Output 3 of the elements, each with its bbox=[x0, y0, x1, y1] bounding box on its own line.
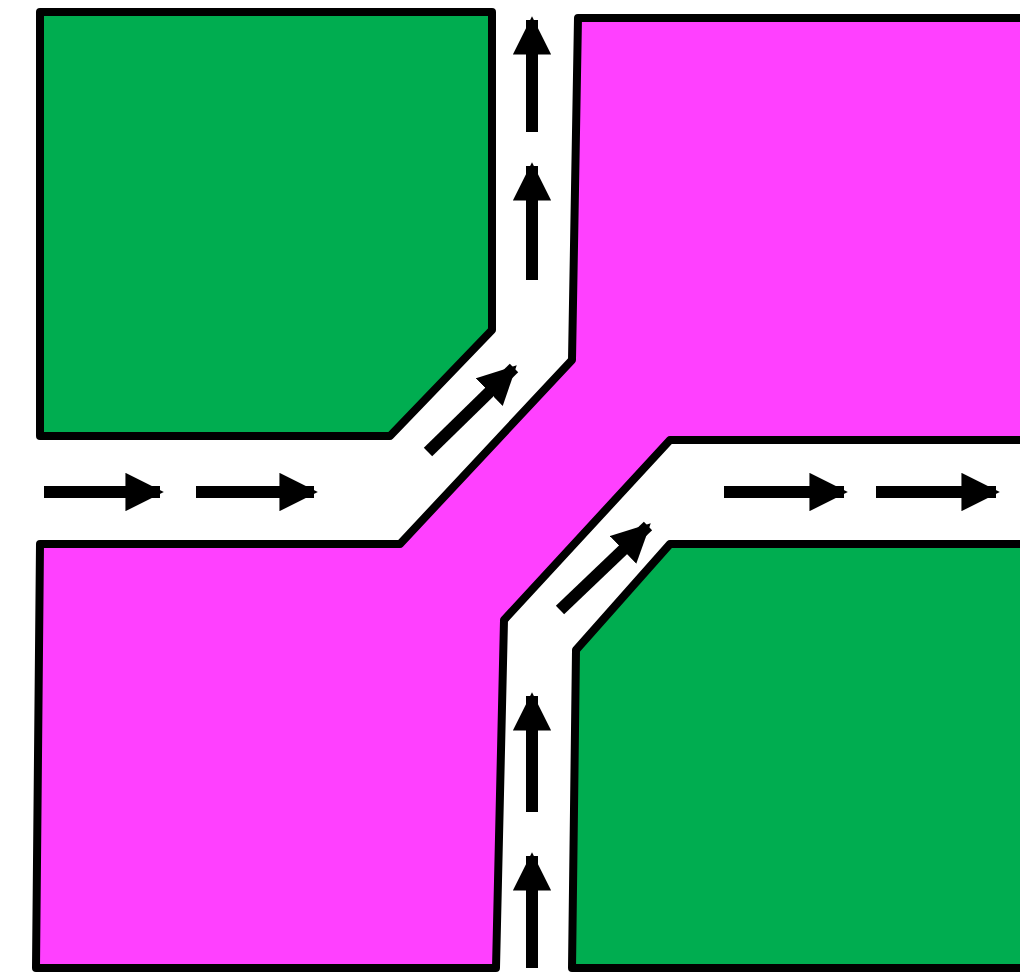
city-block bbox=[32, 14, 1020, 972]
city-block bbox=[568, 540, 1020, 972]
city-block bbox=[36, 8, 496, 440]
